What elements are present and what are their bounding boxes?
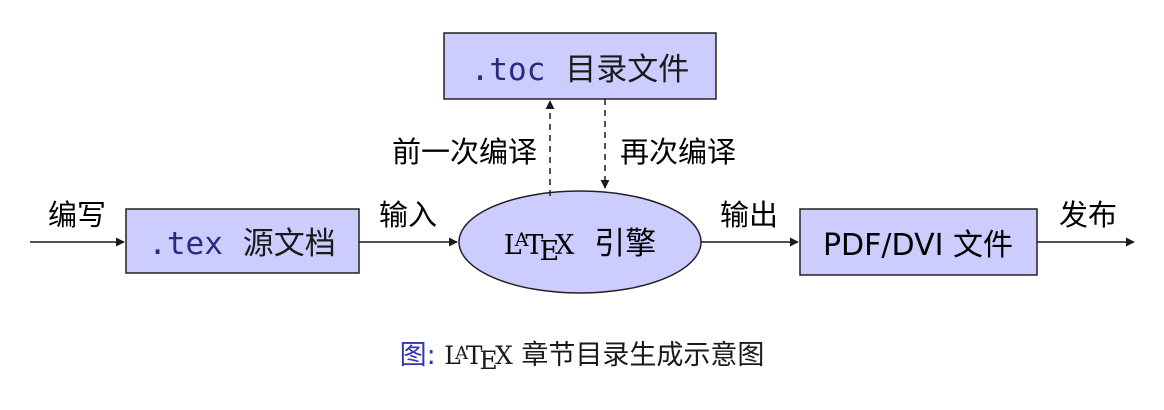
previous-compile-label: 前一次编译 [392,135,537,169]
output-file-box [799,208,1038,276]
toc-file-label: 目录文件 [565,52,689,88]
input-label: 输入 [379,198,437,232]
latex-engine-label: 引擎 [594,226,656,262]
toc-file-node: .toc 目录文件 [443,32,717,100]
recompile-label: 再次编译 [620,135,736,169]
toc-file-box [443,32,717,100]
output-label: 输出 [720,198,778,232]
svg-text:LATEX 引擎: LATEX 引擎 [504,226,657,267]
publish-label: 发布 [1059,198,1117,232]
write-label: 编写 [48,198,106,232]
toc-file-ext: .toc [471,52,546,88]
figure-caption: 图: LATEX 章节目录生成示意图 [0,333,1164,375]
svg-text:.toc 目录文件: .toc 目录文件 [471,52,690,88]
tex-file-label: 源文档 [243,226,336,262]
tex-file-box [125,208,360,274]
output-file-node: PDF/DVI 文件 [799,208,1038,276]
figure-label: 图: [399,340,436,371]
svg-text:.tex 源文档: .tex 源文档 [148,226,336,262]
tex-file-node: .tex 源文档 [125,208,360,274]
latex-engine-node: LATEX 引擎 [458,190,702,294]
output-file-label: PDF/DVI 文件 [823,228,1013,263]
caption-latex-logo: LATEX [444,341,513,376]
latex-logo: LATEX [504,229,575,267]
caption-text: 章节目录生成示意图 [521,340,765,371]
tex-file-ext: .tex [148,226,223,262]
